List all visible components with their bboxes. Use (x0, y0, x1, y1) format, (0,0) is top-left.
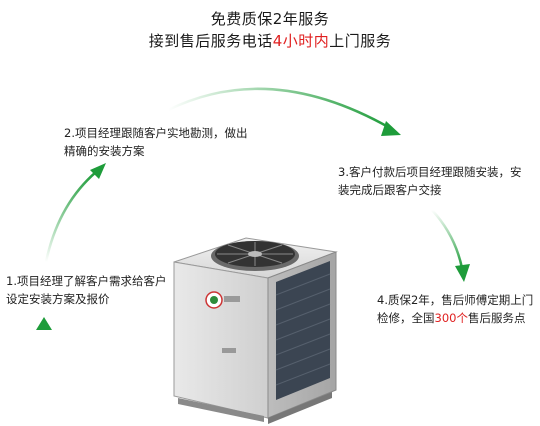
step-4-prefix: 4.质保2年，售后师傅定期上门检修，全国 (377, 293, 534, 325)
header-subtitle: 接到售后服务电话4小时内上门服务 (0, 30, 540, 52)
header: 免费质保2年服务 接到售后服务电话4小时内上门服务 (0, 8, 540, 52)
arc-arrow-icon-1 (44, 163, 106, 263)
header-title: 免费质保2年服务 (210, 10, 330, 28)
step-4-suffix: 售后服务点 (467, 311, 526, 325)
subtitle-suffix: 上门服务 (329, 32, 392, 50)
step-4-highlight: 300个 (434, 311, 468, 325)
arc-arrow-icon-3 (431, 209, 470, 282)
step-3: 3.客户付款后项目经理跟随安装，安装完成后跟客户交接 (338, 165, 522, 197)
arrow-up-icon (36, 317, 52, 368)
step-1: 1.项目经理了解客户需求给客户设定安装方案及报价 (6, 274, 167, 306)
subtitle-highlight: 4小时内 (272, 32, 330, 50)
step-4: 4.质保2年，售后师傅定期上门检修，全国300个售后服务点 (377, 291, 537, 327)
step-2: 2.项目经理跟随客户实地勘测，做出精确的安装方案 (64, 126, 248, 158)
arc-arrow-icon-2 (167, 87, 401, 136)
heat-pump-unit-image (173, 237, 338, 424)
subtitle-prefix: 接到售后服务电话 (148, 32, 273, 50)
